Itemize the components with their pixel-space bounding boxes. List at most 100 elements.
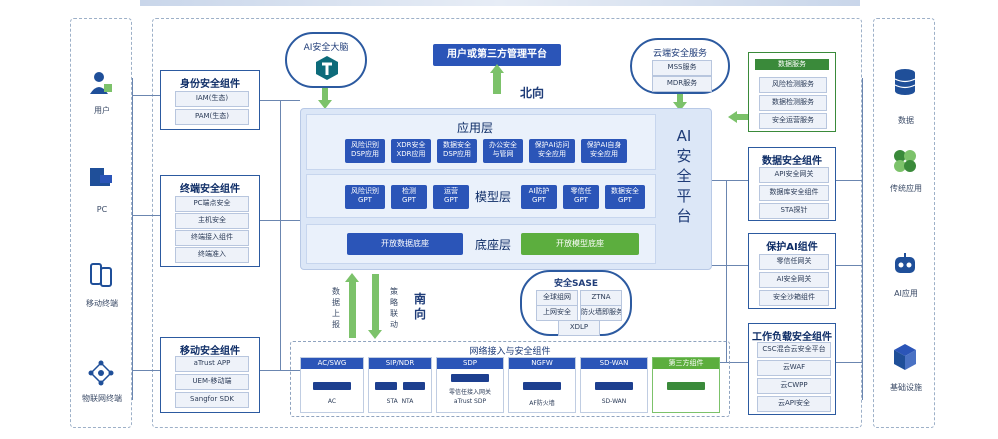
chip-ai-gw: AI安全网关 <box>759 272 829 288</box>
cloud-service-title: 云端安全服务 <box>652 49 707 59</box>
base-layer: 开放数据底座 底座层 开放模型底座 <box>306 224 656 264</box>
right-bus-line <box>862 78 863 400</box>
chip-ztna: ZTNA <box>580 290 622 306</box>
gateway-ngfw-label: AF防火墙 <box>529 400 555 407</box>
north-arrow-head <box>490 64 504 73</box>
gateway-ac-swg-head: AC/SWG <box>301 358 363 369</box>
model-layer-title: 模型层 <box>475 190 512 204</box>
left-link-2 <box>132 215 160 216</box>
chip-sdk: Sangfor SDK <box>175 392 249 408</box>
chip-sec-ops: 安全运营服务 <box>759 113 827 129</box>
endpoint-label-infra: 基础设施 <box>890 383 922 392</box>
tile-app-5: 保护AI访问 安全应用 <box>529 139 575 163</box>
mobile-security-component: 移动安全组件 aTrust APP UEM-移动端 Sangfor SDK <box>160 337 260 413</box>
policy-down-arrow-head <box>368 330 382 339</box>
chip-iam: IAM(生态) <box>175 91 249 107</box>
gateway-sta-device-icon <box>375 382 397 390</box>
right-link-2 <box>836 265 862 266</box>
workload-title: 工作负载安全组件 <box>752 332 832 343</box>
tile-model-base: 开放模型底座 <box>521 233 639 255</box>
database-icon <box>894 69 916 95</box>
tile-model-5: 零信任 GPT <box>563 185 599 209</box>
ai-brain-arrow-head <box>318 100 332 109</box>
gateway-sdp-device-icon <box>451 374 489 382</box>
endpoint-label-ai: AI应用 <box>894 289 918 298</box>
chip-host-security: 主机安全 <box>175 213 249 229</box>
chip-api-gw: API安全网关 <box>759 167 829 183</box>
data-sec-title: 数据安全组件 <box>762 156 822 167</box>
chip-risk-detect: 风险检测服务 <box>759 77 827 93</box>
sase-cloud: 安全SASE 全球组网 ZTNA 上网安全 防火墙即服务 XDLP <box>520 270 632 336</box>
pc-icon <box>90 168 112 186</box>
chip-fwaas: 防火墙即服务 <box>580 305 622 321</box>
ai-brain-cloud: AI安全大脑 <box>285 32 367 88</box>
gateway-ac-device-icon <box>313 382 351 390</box>
gateway-ac-swg: AC/SWG AC <box>300 357 364 413</box>
gateway-sdwan-head: SD-WAN <box>581 358 647 369</box>
user-icon <box>90 72 112 94</box>
south-label: 南向 <box>414 292 427 321</box>
gateway-third-party-device-icon <box>667 382 705 390</box>
gateway-sip-ndr: SIP/NDR STA NTA <box>368 357 432 413</box>
chip-sta: STA探针 <box>759 203 829 219</box>
ai-brain-title: AI安全大脑 <box>303 43 349 53</box>
chip-uem: UEM-移动端 <box>175 374 249 390</box>
gateway-third-party-head: 第三方组件 <box>653 358 719 369</box>
gateway-sdwan-device-icon <box>595 382 633 390</box>
gateway-ngfw: NGFW AF防火墙 <box>508 357 576 413</box>
left-vertical-connector <box>280 100 281 370</box>
gateway-sdp-label: 零信任接入网关 aTrust SDP <box>448 389 491 405</box>
vertical-platform-title: AI安全平台 <box>676 127 692 225</box>
chip-mss: MSS服务 <box>652 60 712 76</box>
chip-data-detect: 数据检测服务 <box>759 95 827 111</box>
mobile-title: 移动安全组件 <box>180 346 240 357</box>
data-service-arrow-head <box>728 111 737 123</box>
endpoint-security-component: 终端安全组件 PC端点安全 主机安全 终端接入组件 终端准入 <box>160 175 260 267</box>
protect-ai-title: 保护AI组件 <box>766 242 818 253</box>
center-frame <box>152 18 862 428</box>
data-up-arrow-shaft <box>349 282 356 338</box>
right-link-1 <box>836 180 862 181</box>
cloud-security-service: 云端安全服务 MSS服务 MDR服务 <box>630 38 730 94</box>
mobile-to-center <box>260 370 300 371</box>
gateway-sdwan-label: SD-WAN <box>601 398 627 405</box>
tile-model-6: 数据安全 GPT <box>605 185 645 209</box>
chip-csc: CSC混合云安全平台 <box>757 342 831 358</box>
mobile-icon <box>90 263 112 287</box>
chip-xdlp: XDLP <box>558 320 600 336</box>
right-endpoint-frame <box>873 18 935 428</box>
top-strip <box>140 0 860 6</box>
tile-app-4: 办公安全 与管网 <box>483 139 523 163</box>
data-service-box: 数据服务 风险检测服务 数据检测服务 安全运营服务 <box>748 52 836 132</box>
infrastructure-icon <box>894 344 916 370</box>
data-up-label: 数据上报 <box>332 287 340 329</box>
chip-cloud-waf: 云WAF <box>757 360 831 376</box>
gateway-ac-label: AC <box>327 398 337 405</box>
gateway-sdwan: SD-WAN SD-WAN <box>580 357 648 413</box>
left-endpoint-frame <box>70 18 132 428</box>
protect-ai-component: 保护AI组件 零信任网关 AI安全网关 安全沙箱组件 <box>748 233 836 309</box>
tile-model-1: 风险识别 GPT <box>345 185 385 209</box>
robot-icon <box>895 253 915 273</box>
endpoint-label-pc: PC <box>96 205 108 214</box>
chip-db-sec: 数据库安全组件 <box>759 185 829 201</box>
north-arrow-shaft <box>493 72 501 94</box>
ai-brain-logo-icon <box>316 56 338 80</box>
data-service-arrow-shaft <box>736 114 748 120</box>
application-layer-title: 应用层 <box>457 121 494 135</box>
data-up-arrow-head <box>345 273 359 282</box>
base-layer-title: 底座层 <box>475 238 512 252</box>
model-layer: 风险识别 GPT 检测 GPT 运营 GPT 模型层 AI防护 GPT 零信任 … <box>306 174 656 218</box>
gateway-ngfw-head: NGFW <box>509 358 575 369</box>
chip-pam: PAM(生态) <box>175 109 249 125</box>
endpoint-title: 终端安全组件 <box>180 184 240 195</box>
identity-security-component: 身份安全组件 IAM(生态) PAM(生态) <box>160 70 260 130</box>
policy-down-label: 策略联动 <box>390 287 398 329</box>
chip-sandbox: 安全沙箱组件 <box>759 290 829 306</box>
tile-data-base: 开放数据底座 <box>347 233 463 255</box>
platform-banner: 用户或第三方管理平台 <box>433 44 561 66</box>
north-label: 北向 <box>520 86 545 100</box>
gateway-sip-label: STA NTA <box>386 398 414 405</box>
gateway-strip <box>290 341 730 417</box>
endpoint-label-data: 数据 <box>898 116 914 125</box>
